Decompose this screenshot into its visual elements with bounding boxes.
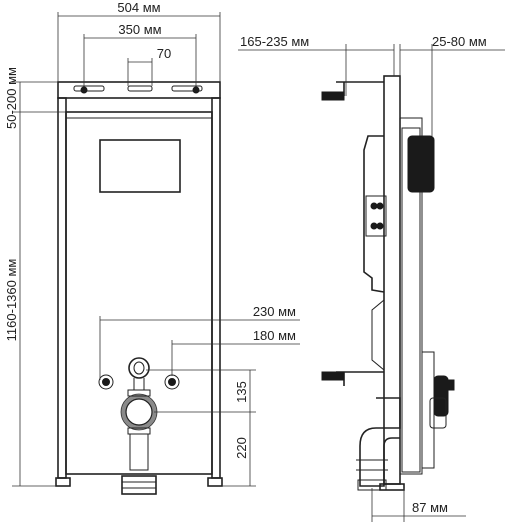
bracket-slot-right <box>171 85 203 92</box>
dim-floor-to-outlet: 220 <box>234 437 249 459</box>
side-cistern <box>363 135 385 293</box>
side-foot <box>379 483 405 491</box>
bracket-slot-left <box>73 85 105 92</box>
foot-right <box>207 477 223 487</box>
side-wall-anchor-top <box>321 91 345 101</box>
dim-stud-spacing-outer: 230 мм <box>253 304 296 319</box>
mount-hole-right <box>192 86 200 94</box>
flush-plate-opening <box>99 139 181 193</box>
dim-wall-distance: 165-235 мм <box>240 34 309 49</box>
dim-outlet-depth: 87 мм <box>412 500 448 515</box>
dim-bracket-spacing: 350 мм <box>118 22 161 37</box>
foot-left <box>55 477 71 487</box>
dim-outlet-height: 135 <box>234 381 249 403</box>
top-crossbar <box>57 81 221 99</box>
dim-top-bracket-height: 50-200 мм <box>4 67 19 129</box>
side-view <box>321 75 455 491</box>
bracket-slot-center <box>127 85 153 92</box>
dim-frame-height: 1160-1360 мм <box>4 259 19 342</box>
side-outlet-connector <box>421 351 435 469</box>
front-view <box>55 81 223 495</box>
stud-left <box>98 374 114 390</box>
side-wall-anchor-bottom <box>321 371 345 381</box>
side-dimensions: 165-235 мм 25-80 мм 87 мм <box>238 34 505 522</box>
side-front-plate <box>399 117 423 475</box>
mount-hole-left <box>80 86 88 94</box>
front-dimensions: 504 мм 350 мм 70 50-200 мм 1160-1360 мм … <box>4 0 300 487</box>
bottom-drain <box>121 475 157 495</box>
rail-left <box>57 97 67 479</box>
cistern-body <box>65 111 213 475</box>
dim-frame-width: 504 мм <box>117 0 160 15</box>
water-inlet <box>128 357 150 379</box>
dim-bracket-slot: 70 <box>157 46 171 61</box>
side-flush-button <box>407 135 435 193</box>
rail-right <box>211 97 221 479</box>
dim-stud-spacing-inner: 180 мм <box>253 328 296 343</box>
dim-panel-depth: 25-80 мм <box>432 34 487 49</box>
side-frame <box>383 75 401 485</box>
side-outlet-pipe <box>359 397 401 487</box>
